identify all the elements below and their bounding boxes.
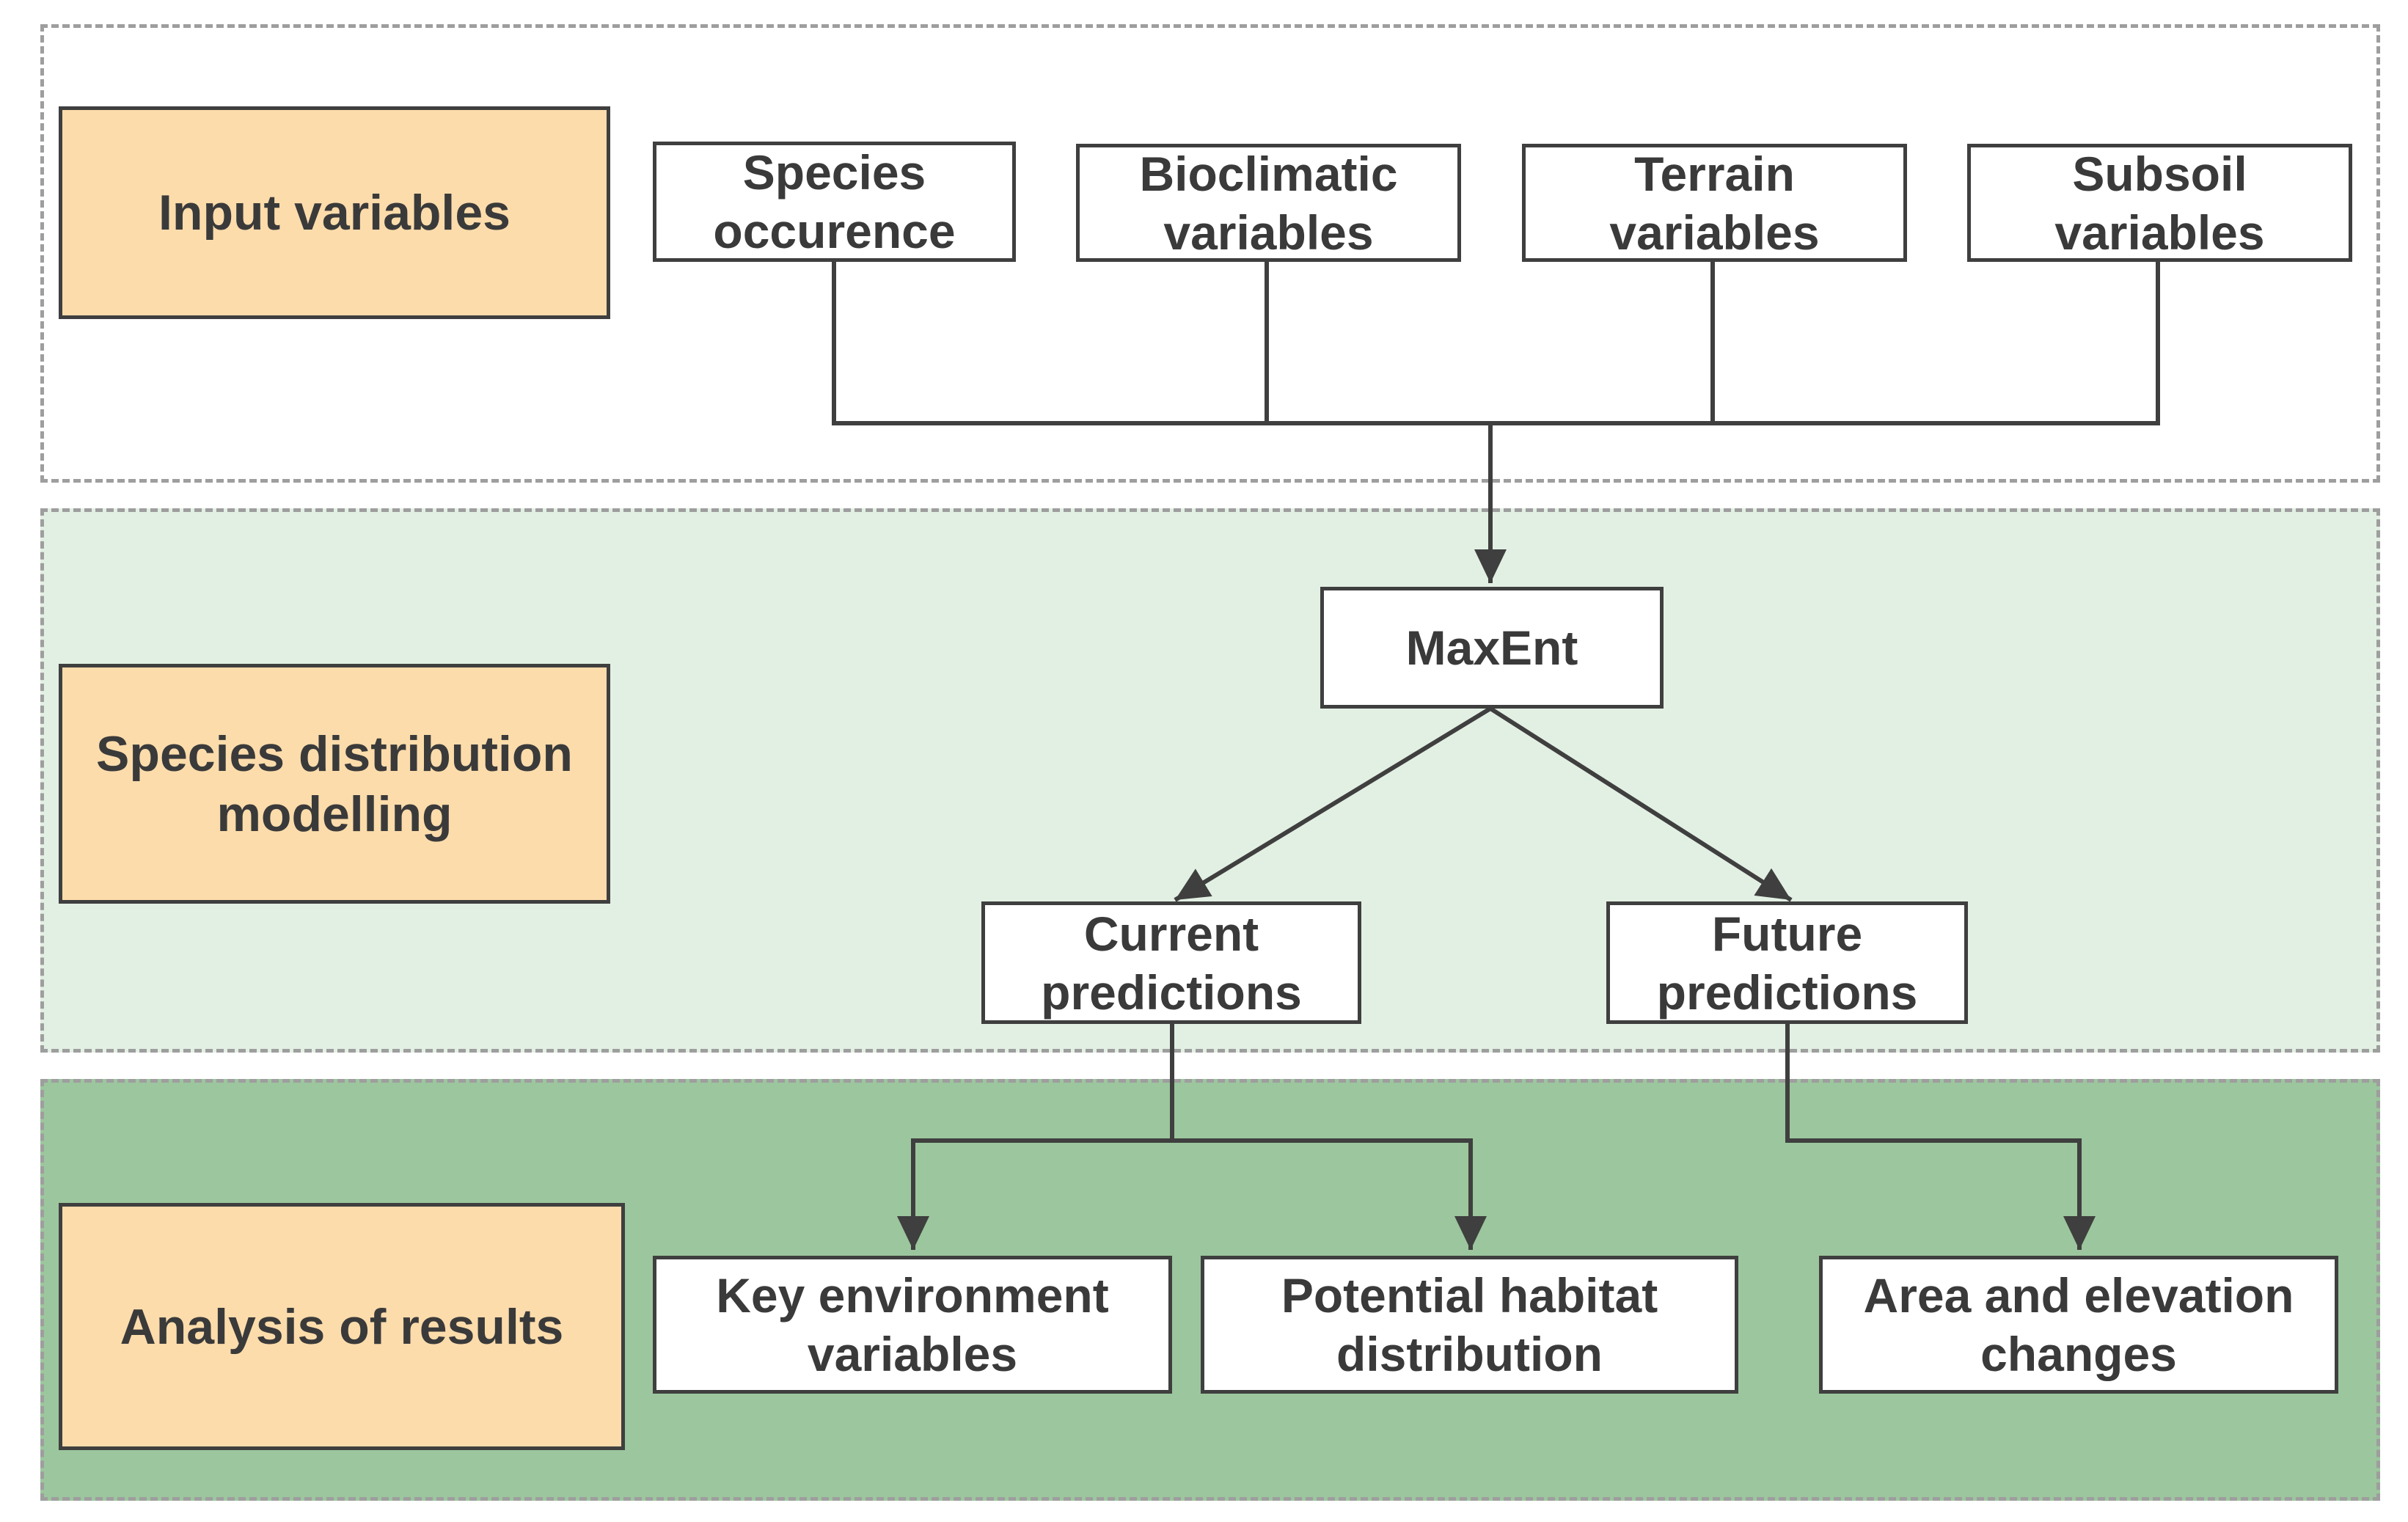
result-box-label: Potential habitat distribution xyxy=(1281,1268,1658,1381)
input-box-label: Species occurence xyxy=(713,145,956,258)
analysis-section-label: Analysis of results xyxy=(59,1203,625,1450)
input-box-label: Terrain variables xyxy=(1609,146,1820,260)
maxent-box: MaxEnt xyxy=(1320,587,1664,709)
current-branch-line xyxy=(897,1024,1174,1250)
result-box-area-and-elevation-changes: Area and elevation changes xyxy=(1819,1256,2338,1394)
result-box-key-environment-variables: Key environment variables xyxy=(653,1256,1172,1394)
analysis-section-label-text: Analysis of results xyxy=(120,1298,564,1355)
arrow-to-future-predictions xyxy=(1489,706,1793,902)
future-predictions-label: Future predictions xyxy=(1656,906,1918,1020)
input-box-label: Subsoil variables xyxy=(2054,146,2265,260)
input-box-subsoil-variables: Subsoil variables xyxy=(1967,144,2352,262)
result-box-label: Key environment variables xyxy=(716,1268,1109,1381)
input-box-terrain-variables: Terrain variables xyxy=(1522,144,1907,262)
modelling-section-label: Species distribution modelling xyxy=(59,664,610,904)
future-branch-line xyxy=(1785,1024,2096,1250)
input-merge-line xyxy=(832,262,2160,425)
current-predictions-box: Current predictions xyxy=(981,901,1361,1024)
input-box-species-occurence: Species occurence xyxy=(653,142,1016,262)
result-box-potential-habitat-distribution: Potential habitat distribution xyxy=(1201,1256,1738,1394)
input-box-label: Bioclimatic variables xyxy=(1139,146,1398,260)
maxent-box-label: MaxEnt xyxy=(1405,621,1578,675)
input-section-label-text: Input variables xyxy=(158,185,510,241)
input-section-label: Input variables xyxy=(59,106,610,319)
future-predictions-box: Future predictions xyxy=(1606,901,1968,1024)
input-box-bioclimatic-variables: Bioclimatic variables xyxy=(1076,144,1461,262)
modelling-section-label-text: Species distribution modelling xyxy=(96,725,573,842)
current-predictions-label: Current predictions xyxy=(1041,906,1302,1020)
result-box-label: Area and elevation changes xyxy=(1863,1268,2294,1381)
current-branch-line-right xyxy=(1172,1138,1487,1250)
arrow-to-current-predictions xyxy=(1174,706,1492,902)
